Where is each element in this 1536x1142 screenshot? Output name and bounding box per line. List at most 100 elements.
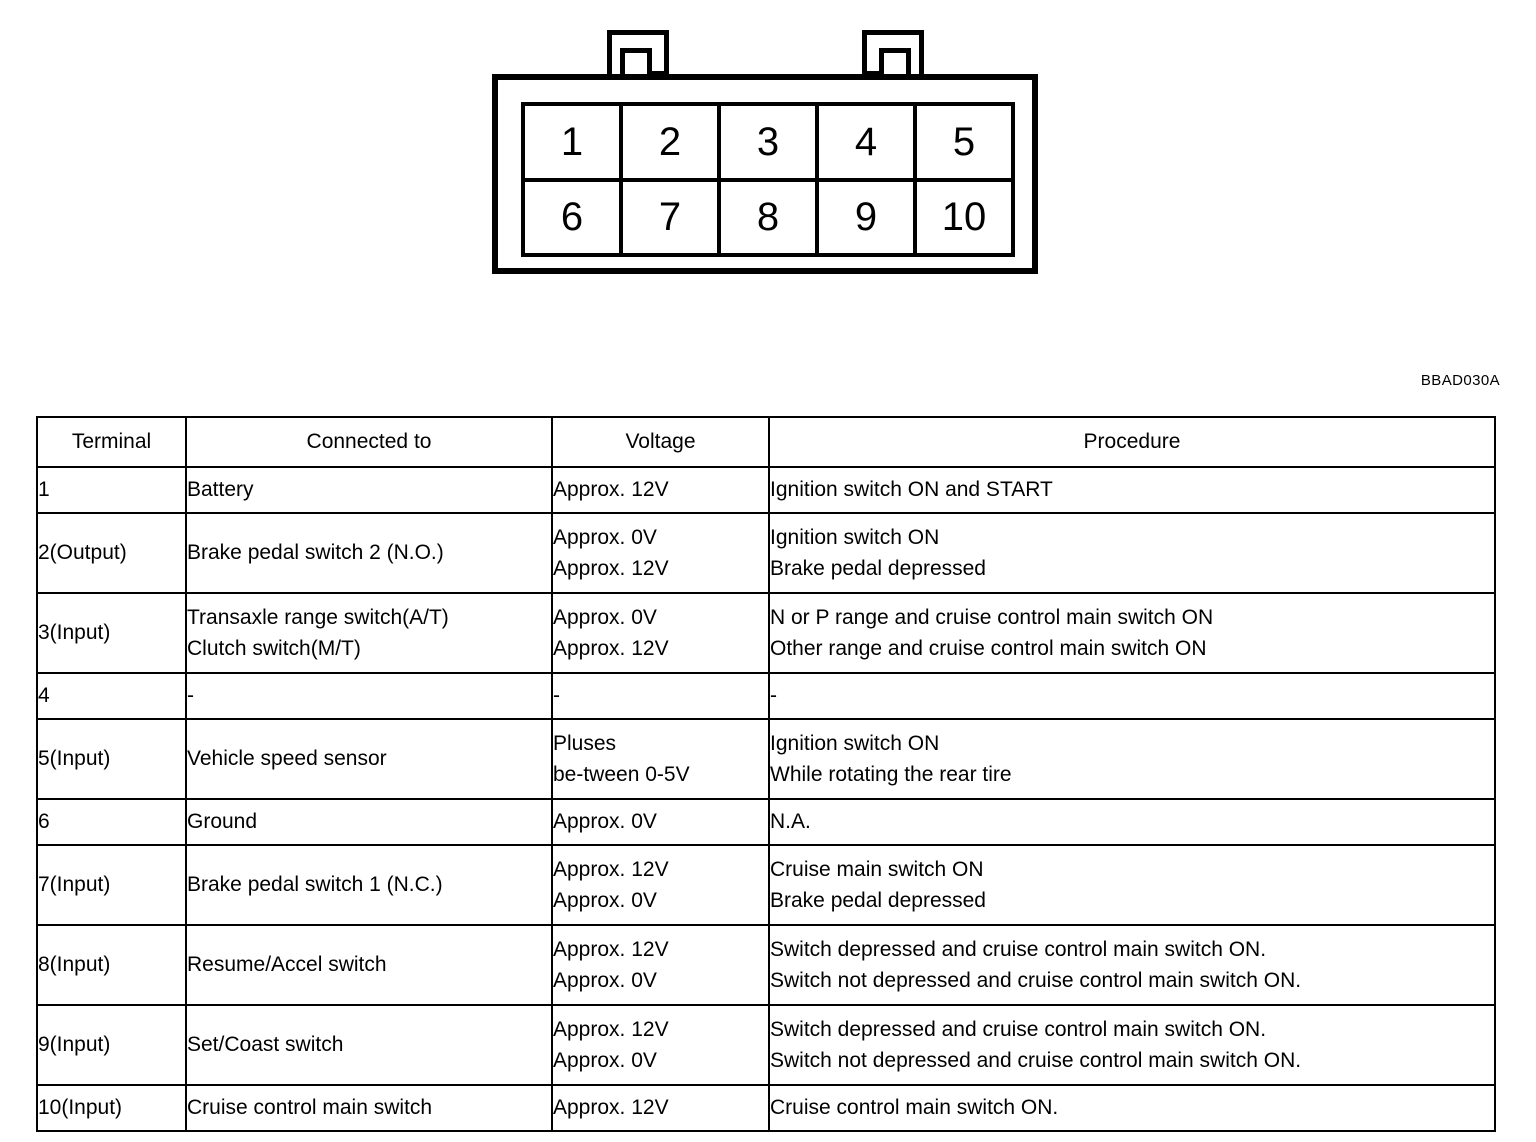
cell-procedure: Cruise main switch ON Brake pedal depress… [768, 844, 1496, 926]
cell-connected-to: Transaxle range switch(A/T) Clutch switch… [185, 592, 553, 674]
cell-connected-to: Brake pedal switch 2 (N.O.) [185, 512, 553, 594]
cell-voltage: Approx. 0V Approx. 12V [551, 512, 770, 594]
cell-procedure-line: Switch not depressed and cruise control … [770, 969, 1302, 992]
cell-connected-to-line: Transaxle range switch(A/T) [187, 605, 449, 629]
column-header-procedure: Procedure [768, 416, 1496, 468]
connector-tab-right-icon [862, 30, 924, 76]
cell-connected-to-line: Clutch switch(M/T) [187, 637, 361, 660]
pin-8: 8 [721, 181, 819, 253]
cell-voltage-line: Approx. 12V [553, 557, 669, 580]
cell-procedure: - [768, 672, 1496, 720]
cell-procedure: N.A. [768, 798, 1496, 846]
cell-procedure: Switch depressed and cruise control main… [768, 1004, 1496, 1086]
cell-terminal: 5(Input) [36, 718, 187, 800]
cell-terminal: 10(Input) [36, 1084, 187, 1132]
cell-voltage-line: Approx. 0V [553, 969, 657, 992]
cell-voltage: Approx. 12V Approx. 0V [551, 1004, 770, 1086]
cell-procedure-line: Ignition switch ON [770, 731, 940, 755]
cell-procedure: Ignition switch ON While rotating the rea… [768, 718, 1496, 800]
cell-voltage: Approx. 12V Approx. 0V [551, 924, 770, 1006]
cell-procedure-line: Switch depressed and cruise control main… [770, 1017, 1267, 1041]
cell-connected-to: Vehicle speed sensor [185, 718, 553, 800]
pin-6: 6 [525, 181, 623, 253]
table-header-row: Terminal Connected to Voltage Procedure [36, 416, 1496, 468]
cell-voltage-line: Approx. 0V [553, 889, 657, 912]
cell-voltage-line: Approx. 12V [553, 637, 669, 660]
cell-terminal: 4 [36, 672, 187, 720]
connector-shell: 1 2 3 4 5 6 7 8 9 10 [492, 74, 1038, 274]
pin-3: 3 [721, 106, 819, 178]
pin-row-top: 1 2 3 4 5 [525, 106, 1011, 182]
cell-terminal: 8(Input) [36, 924, 187, 1006]
table-row: 4--- [36, 672, 1496, 720]
cell-terminal: 2(Output) [36, 512, 187, 594]
table-row: 5(Input)Vehicle speed sensor Pluses be-twe… [36, 718, 1496, 800]
cell-voltage-line: Approx. 0V [553, 810, 657, 834]
cell-procedure-line: While rotating the rear tire [770, 763, 1012, 786]
table-row: 2(Output)Brake pedal switch 2 (N.O.) Appr… [36, 512, 1496, 594]
cell-connected-to: Brake pedal switch 1 (N.C.) [185, 844, 553, 926]
pin-5: 5 [952, 119, 976, 164]
cell-procedure: Switch depressed and cruise control main… [768, 924, 1496, 1006]
cell-procedure: Cruise control main switch ON. [768, 1084, 1496, 1132]
cell-voltage: Approx. 0V [551, 798, 770, 846]
cell-connected-to: - [185, 672, 553, 720]
pin-1: 1 [525, 106, 623, 178]
cell-voltage: Approx. 0V Approx. 12V [551, 592, 770, 674]
cell-procedure-line: Brake pedal depressed [770, 557, 986, 580]
cell-voltage: Approx. 12V [551, 1084, 770, 1132]
cell-connected-to-line: Vehicle speed sensor [187, 747, 387, 771]
pin-10: 10 [941, 195, 987, 240]
terminal-inspection-table: Terminal Connected to Voltage Procedure … [36, 416, 1496, 1132]
pin-row-bottom: 6 7 8 9 10 [525, 181, 1011, 253]
cell-connected-to: Cruise control main switch [185, 1084, 553, 1132]
cell-procedure-line: Cruise control main switch ON. [770, 1096, 1059, 1120]
cell-procedure-line: Ignition switch ON and START [770, 478, 1053, 502]
cell-terminal: 3(Input) [36, 592, 187, 674]
figure-code-label: BBAD030A [1420, 372, 1500, 389]
cell-connected-to-line: Brake pedal switch 1 (N.C.) [187, 873, 443, 897]
column-header-terminal: Terminal [36, 416, 187, 468]
connector-tab-left-icon [607, 30, 669, 76]
cell-terminal: 6 [36, 798, 187, 846]
cell-connected-to-line: Resume/Accel switch [187, 953, 387, 977]
cell-voltage-line: Approx. 12V [553, 1017, 669, 1041]
cell-voltage-line: Approx. 12V [553, 1096, 669, 1120]
cell-voltage-line: Pluses [553, 731, 617, 755]
cell-voltage-line: Approx. 12V [553, 937, 669, 961]
cell-voltage: Pluses be-tween 0-5V [551, 718, 770, 800]
cell-connected-to-line: Ground [187, 810, 258, 834]
cell-procedure: Ignition switch ON Brake pedal depressed [768, 512, 1496, 594]
cell-voltage-line: Approx. 0V [553, 525, 657, 549]
cell-procedure-line: N.A. [770, 810, 811, 834]
cell-procedure-line: Switch depressed and cruise control main… [770, 937, 1267, 961]
cell-connected-to-line: Brake pedal switch 2 (N.O.) [187, 541, 444, 565]
cell-connected-to: Battery [185, 466, 553, 514]
cell-connected-to-line: Battery [187, 478, 254, 502]
cell-terminal: 9(Input) [36, 1004, 187, 1086]
cell-voltage-line: Approx. 0V [553, 605, 657, 629]
cell-voltage-line: Approx. 0V [553, 1049, 657, 1072]
cell-terminal: 7(Input) [36, 844, 187, 926]
connector-diagram: 1 2 3 4 5 6 7 8 9 10 [492, 30, 1040, 280]
cell-procedure-line: Other range and cruise control main swit… [770, 637, 1207, 660]
cell-terminal: 1 [36, 466, 187, 514]
pin-4: 4 [819, 106, 917, 178]
cell-procedure-line: Ignition switch ON [770, 525, 940, 549]
column-header-connected-to: Connected to [185, 416, 553, 468]
table-row: 3(Input)Transaxle range switch(A/T) Clutc… [36, 592, 1496, 674]
cell-voltage-line: be-tween 0-5V [553, 763, 690, 786]
cell-procedure-line: Switch not depressed and cruise control … [770, 1049, 1302, 1072]
cell-procedure-line: Cruise main switch ON [770, 857, 984, 881]
cell-procedure-line: Brake pedal depressed [770, 889, 986, 912]
cell-connected-to-line: Set/Coast switch [187, 1033, 344, 1057]
cell-voltage: - [551, 672, 770, 720]
cell-connected-to: Set/Coast switch [185, 1004, 553, 1086]
